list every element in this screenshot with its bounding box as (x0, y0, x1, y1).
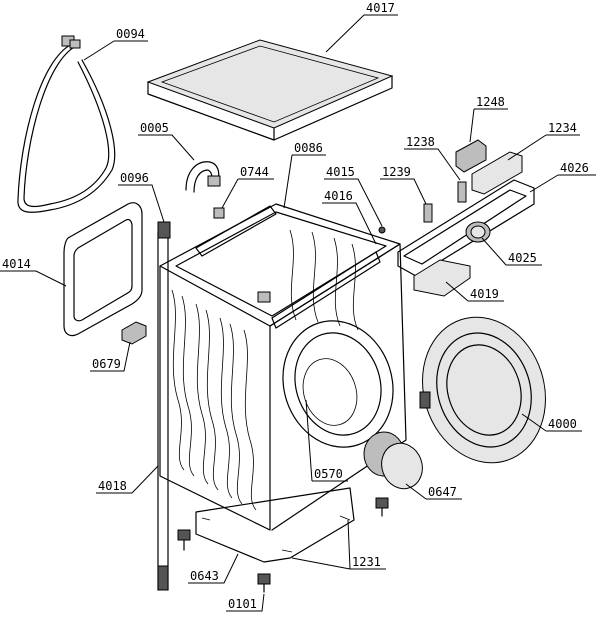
inlet-hose-drawing (17, 35, 116, 213)
callout-0679: 0679 (90, 341, 131, 372)
svg-text:0101: 0101 (228, 597, 257, 611)
callout-4018: 4018 (96, 465, 159, 494)
callout-4014: 4014 (0, 257, 67, 287)
svg-text:4025: 4025 (508, 251, 537, 265)
fasteners-drawing (213, 207, 386, 303)
callout-4017: 4017 (325, 1, 398, 53)
callout-1239: 1239 (380, 165, 427, 205)
gasket-frame-drawing (63, 202, 143, 337)
svg-text:0570: 0570 (314, 467, 343, 481)
callout-4025: 4025 (481, 237, 542, 266)
hose-bend-drawing (185, 161, 221, 193)
drain-hose-drawing (157, 221, 171, 591)
callout-1248: 1248 (469, 95, 508, 143)
svg-text:0005: 0005 (140, 121, 169, 135)
callout-0101: 0101 (226, 593, 265, 612)
callout-0086: 0086 (283, 141, 326, 209)
control-panel-drawing (397, 179, 535, 297)
svg-text:0679: 0679 (92, 357, 121, 371)
callout-1231: 1231 (291, 519, 386, 570)
callout-0744: 0744 (221, 165, 274, 209)
svg-text:4026: 4026 (560, 161, 589, 175)
callout-0005: 0005 (138, 121, 195, 161)
svg-text:0096: 0096 (120, 171, 149, 185)
svg-text:0647: 0647 (428, 485, 457, 499)
callout-4015: 4015 (324, 165, 383, 227)
callout-0096: 0096 (118, 171, 165, 223)
callout-4000: 4000 (521, 413, 582, 432)
callout-1234: 1234 (507, 121, 580, 161)
callout-4026: 4026 (529, 161, 596, 193)
callout-0094: 0094 (83, 27, 148, 61)
callout-4019: 4019 (445, 281, 504, 302)
svg-text:0744: 0744 (240, 165, 269, 179)
svg-text:0094: 0094 (116, 27, 145, 41)
svg-text:4017: 4017 (366, 1, 395, 15)
svg-text:4015: 4015 (326, 165, 355, 179)
callout-0643: 0643 (188, 553, 239, 584)
door-drawing (419, 316, 546, 464)
svg-text:4014: 4014 (2, 257, 31, 271)
callout-0647: 0647 (405, 483, 462, 500)
callout-1238: 1238 (404, 135, 461, 181)
filter-cover-drawing (381, 442, 423, 490)
svg-text:4000: 4000 (548, 417, 577, 431)
svg-text:1239: 1239 (382, 165, 411, 179)
svg-text:4018: 4018 (98, 479, 127, 493)
svg-text:0643: 0643 (190, 569, 219, 583)
callout-4016: 4016 (322, 189, 377, 245)
top-lid-drawing (146, 39, 394, 141)
svg-text:1234: 1234 (548, 121, 577, 135)
svg-text:4016: 4016 (324, 189, 353, 203)
svg-text:1248: 1248 (476, 95, 505, 109)
panel-components-drawing (423, 139, 523, 223)
svg-text:4019: 4019 (470, 287, 499, 301)
small-bracket-drawing (121, 321, 147, 345)
svg-text:1238: 1238 (406, 135, 435, 149)
svg-text:1231: 1231 (352, 555, 381, 569)
svg-text:0086: 0086 (294, 141, 323, 155)
base-plate-drawing (177, 487, 389, 593)
cabinet-drawing (159, 203, 407, 531)
callout-0570: 0570 (305, 399, 348, 482)
